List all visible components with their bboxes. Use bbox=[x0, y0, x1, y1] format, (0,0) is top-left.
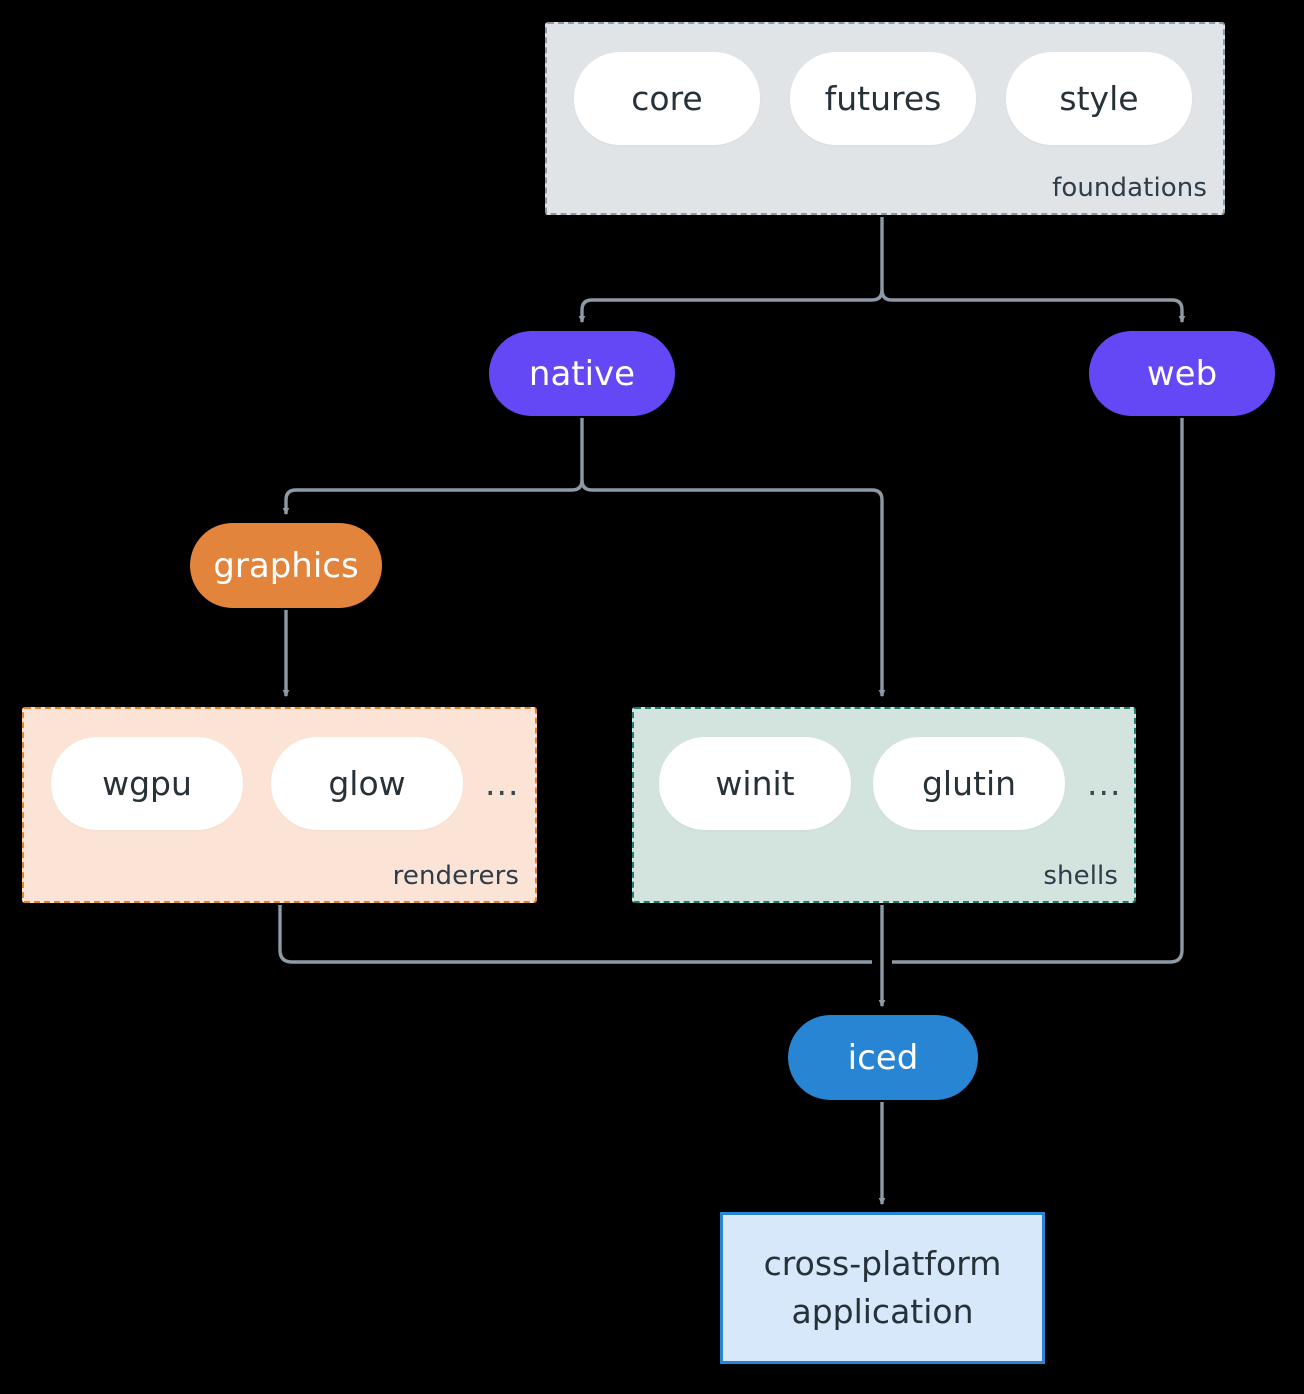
leaf-core[interactable]: core bbox=[574, 52, 760, 145]
leaf-style-label: style bbox=[1059, 79, 1139, 118]
leaf-futures[interactable]: futures bbox=[790, 52, 976, 145]
leaf-glutin-label: glutin bbox=[921, 764, 1017, 803]
group-renderers: wgpu glow ... renderers bbox=[22, 707, 537, 903]
leaf-wgpu-label: wgpu bbox=[102, 764, 192, 803]
node-graphics-label: graphics bbox=[213, 545, 359, 586]
group-renderers-label: renderers bbox=[392, 861, 519, 891]
edge-renderers-to-iced bbox=[278, 905, 872, 964]
node-native-label: native bbox=[528, 353, 636, 394]
application-line-1: cross-platform bbox=[763, 1244, 1002, 1284]
leaf-wgpu[interactable]: wgpu bbox=[51, 737, 243, 830]
application-line-2: application bbox=[791, 1292, 974, 1331]
edge-native-to-graphics bbox=[282, 479, 584, 516]
node-iced-label: iced bbox=[847, 1037, 919, 1078]
node-graphics[interactable]: graphics bbox=[190, 523, 382, 608]
leaf-core-label: core bbox=[631, 79, 703, 118]
leaf-futures-label: futures bbox=[824, 79, 942, 118]
leaf-winit[interactable]: winit bbox=[659, 737, 851, 830]
group-shells-label: shells bbox=[1043, 861, 1118, 891]
group-foundations: core futures style foundations bbox=[545, 22, 1225, 215]
node-web[interactable]: web bbox=[1089, 331, 1275, 416]
edge-native-to-shells bbox=[580, 479, 886, 698]
leaf-glutin[interactable]: glutin bbox=[873, 737, 1065, 830]
renderers-more-ellipsis: ... bbox=[485, 764, 520, 803]
edge-foundations-to-web bbox=[880, 289, 1186, 324]
group-shells: winit glutin ... shells bbox=[632, 707, 1136, 903]
node-iced[interactable]: iced bbox=[788, 1015, 978, 1100]
leaf-glow-label: glow bbox=[328, 764, 406, 803]
group-foundations-label: foundations bbox=[1052, 173, 1207, 203]
leaf-style[interactable]: style bbox=[1006, 52, 1192, 145]
node-web-label: web bbox=[1146, 353, 1218, 394]
shells-more-ellipsis: ... bbox=[1087, 764, 1122, 803]
node-native[interactable]: native bbox=[489, 331, 675, 416]
leaf-glow[interactable]: glow bbox=[271, 737, 463, 830]
leaf-winit-label: winit bbox=[715, 764, 795, 803]
node-cross-platform-application[interactable]: cross-platform application bbox=[720, 1212, 1045, 1364]
edge-foundations-to-native bbox=[578, 289, 884, 324]
